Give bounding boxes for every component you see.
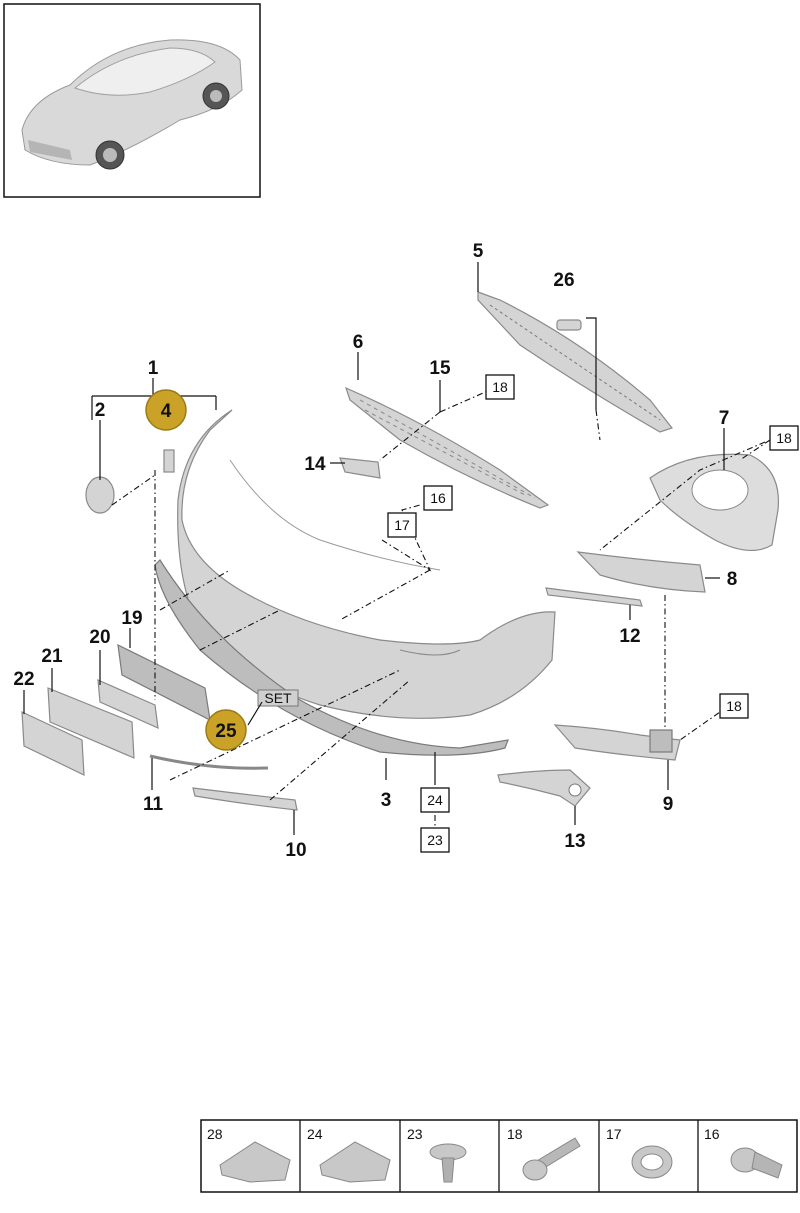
boxed-callout-18-a[interactable]: 18 bbox=[485, 374, 515, 400]
part-26-clip[interactable] bbox=[556, 319, 582, 331]
part-6-grille[interactable] bbox=[345, 386, 550, 509]
callout-11[interactable]: 11 bbox=[143, 794, 164, 815]
part-12-strip[interactable] bbox=[545, 587, 643, 607]
callout-4-highlight[interactable]: 4 bbox=[145, 389, 187, 431]
callout-26[interactable]: 26 bbox=[553, 270, 574, 291]
callout-3[interactable]: 3 bbox=[381, 790, 392, 811]
legend-label: 16 bbox=[704, 1126, 720, 1142]
vehicle-thumbnail[interactable] bbox=[3, 3, 261, 198]
boxed-callout-17[interactable]: 17 bbox=[387, 512, 417, 538]
screw-icon bbox=[429, 1143, 467, 1183]
callout-15[interactable]: 15 bbox=[429, 358, 451, 379]
callout-9[interactable]: 9 bbox=[663, 794, 674, 815]
legend-label: 23 bbox=[407, 1126, 423, 1142]
fastener-legend: 28 24 23 18 17 bbox=[200, 1119, 798, 1193]
callout-8[interactable]: 8 bbox=[727, 569, 738, 590]
car-icon bbox=[21, 39, 243, 170]
legend-cell-16[interactable]: 16 bbox=[704, 1126, 783, 1179]
clip-nut-icon bbox=[319, 1141, 391, 1183]
callout-14[interactable]: 14 bbox=[304, 454, 326, 475]
callout-2[interactable]: 2 bbox=[95, 400, 106, 421]
callout-12[interactable]: 12 bbox=[619, 626, 640, 647]
boxed-callout-16[interactable]: 16 bbox=[423, 485, 453, 511]
legend-cell-28[interactable]: 28 bbox=[207, 1126, 291, 1183]
boxed-label: 24 bbox=[427, 792, 443, 808]
callout-labels: 1 2 3 5 6 7 8 9 10 11 12 13 14 15 19 20 … bbox=[13, 241, 737, 861]
callout-25-highlight[interactable]: 25 bbox=[205, 709, 247, 751]
legend-label: 24 bbox=[307, 1126, 323, 1142]
part-9-sensor-bracket[interactable] bbox=[553, 724, 681, 761]
sensor-icon bbox=[730, 1147, 783, 1179]
part-8-air-duct[interactable] bbox=[576, 551, 706, 593]
callout-6[interactable]: 6 bbox=[353, 332, 364, 353]
set-tag: SET bbox=[257, 689, 299, 707]
part-7-headlight-bracket[interactable] bbox=[649, 453, 780, 551]
nut-ring-icon bbox=[631, 1145, 673, 1179]
part-21-plate-holder[interactable] bbox=[47, 687, 135, 759]
boxed-callout-24[interactable]: 24 bbox=[420, 787, 450, 813]
part-5-upper-crossmember[interactable] bbox=[477, 291, 673, 433]
callout-22[interactable]: 22 bbox=[13, 669, 34, 690]
part-22-plate-holder[interactable] bbox=[21, 711, 85, 776]
boxed-label: 23 bbox=[427, 832, 443, 848]
boxed-label: 18 bbox=[776, 430, 792, 446]
part-13-fog-trim[interactable] bbox=[497, 769, 591, 807]
clip-nut-icon bbox=[219, 1141, 291, 1183]
boxed-callout-18-b[interactable]: 18 bbox=[769, 425, 799, 451]
legend-label: 17 bbox=[606, 1126, 622, 1142]
callout-19[interactable]: 19 bbox=[121, 608, 142, 629]
bolt-icon bbox=[522, 1137, 581, 1181]
set-label: SET bbox=[264, 690, 292, 706]
boxed-label: 18 bbox=[492, 379, 508, 395]
boxed-callout-18-c[interactable]: 18 bbox=[719, 693, 749, 719]
part-11-trim[interactable] bbox=[149, 754, 269, 770]
callout-25: 25 bbox=[215, 721, 237, 742]
dashed-guides bbox=[111, 389, 771, 830]
legend-cell-17[interactable]: 17 bbox=[606, 1126, 673, 1179]
legend-label: 28 bbox=[207, 1126, 223, 1142]
legend-cell-18[interactable]: 18 bbox=[507, 1126, 581, 1181]
callout-20[interactable]: 20 bbox=[89, 627, 110, 648]
callout-21[interactable]: 21 bbox=[41, 646, 63, 667]
part-14-bracket[interactable] bbox=[339, 457, 381, 479]
callout-1[interactable]: 1 bbox=[148, 358, 159, 379]
callout-10[interactable]: 10 bbox=[285, 840, 306, 861]
boxed-callout-23[interactable]: 23 bbox=[420, 827, 450, 853]
legend-label: 18 bbox=[507, 1126, 523, 1142]
boxed-label: 16 bbox=[430, 490, 446, 506]
boxed-label: 17 bbox=[394, 517, 410, 533]
part-1-bumper-cover[interactable] bbox=[177, 409, 556, 719]
legend-cell-23[interactable]: 23 bbox=[407, 1126, 467, 1183]
part-20-plate[interactable] bbox=[97, 679, 159, 729]
callout-7[interactable]: 7 bbox=[719, 408, 730, 429]
callout-4: 4 bbox=[161, 401, 172, 422]
part-2-tow-hook-cover[interactable] bbox=[85, 476, 115, 514]
part-4-insert[interactable] bbox=[163, 449, 175, 473]
legend-cell-24[interactable]: 24 bbox=[307, 1126, 391, 1183]
callout-13[interactable]: 13 bbox=[564, 831, 585, 852]
callout-5[interactable]: 5 bbox=[473, 241, 484, 262]
boxed-label: 18 bbox=[726, 698, 742, 714]
part-10-trim[interactable] bbox=[192, 787, 298, 811]
